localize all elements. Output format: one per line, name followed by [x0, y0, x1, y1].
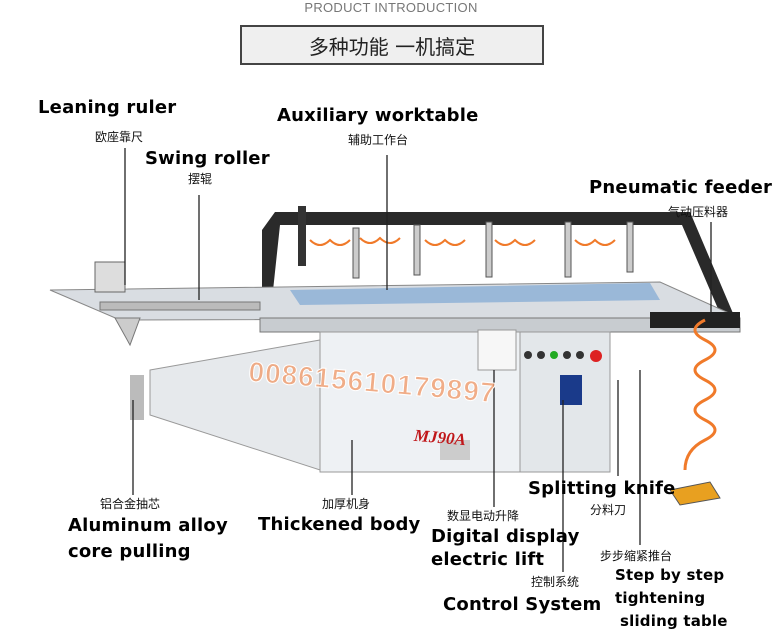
digital-display-label-2: electric lift — [431, 549, 545, 570]
digital-display-label: Digital display — [431, 526, 580, 547]
swing-roller-label: Swing roller — [145, 148, 270, 169]
auxiliary-worktable-cn: 辅助工作台 — [348, 133, 409, 147]
leaning-ruler — [94, 261, 126, 293]
swing-roller-cn: 摆辊 — [188, 172, 213, 186]
pneumatic-gantry — [262, 206, 735, 318]
sliding-table-label-2: tightening — [615, 589, 706, 607]
splitting-knife-cn: 分料刀 — [590, 503, 627, 517]
leaning-ruler-label: Leaning ruler — [38, 97, 177, 118]
digital-display-cn: 数显电动升降 — [447, 509, 520, 523]
section-subtitle: PRODUCT INTRODUCTION — [304, 0, 478, 15]
sliding-table — [49, 281, 741, 347]
control-system-label: Control System — [443, 594, 602, 615]
thickened-body-cn: 加厚机身 — [322, 497, 371, 511]
aluminum-alloy-label: Aluminum alloy — [68, 515, 228, 536]
foot-pedal — [669, 481, 721, 506]
leader-lines — [124, 148, 712, 572]
control-system-cn: 控制系统 — [531, 575, 580, 589]
sliding-table-cn: 步步缩紧推台 — [600, 549, 673, 563]
leaning-ruler-cn: 欧座靠尺 — [95, 130, 144, 144]
splitting-knife-label: Splitting knife — [528, 478, 676, 499]
sliding-table-label: Step by step — [615, 566, 725, 584]
thickened-body-label: Thickened body — [258, 514, 421, 535]
auxiliary-worktable-label: Auxiliary worktable — [277, 105, 479, 126]
machine-body — [130, 329, 611, 473]
pneumatic-feeder-cn: 气动压料器 — [668, 205, 729, 219]
aluminum-alloy-cn: 铝合金抽芯 — [100, 497, 161, 511]
pneumatic-feeder-label: Pneumatic feeder — [589, 177, 773, 198]
air-hose — [683, 318, 717, 471]
digital-display-panel — [560, 375, 582, 405]
aluminum-alloy-label-2: core pulling — [68, 541, 191, 562]
section-title: 多种功能 一机搞定 — [240, 25, 544, 65]
sliding-table-label-3: sliding table — [620, 612, 728, 630]
